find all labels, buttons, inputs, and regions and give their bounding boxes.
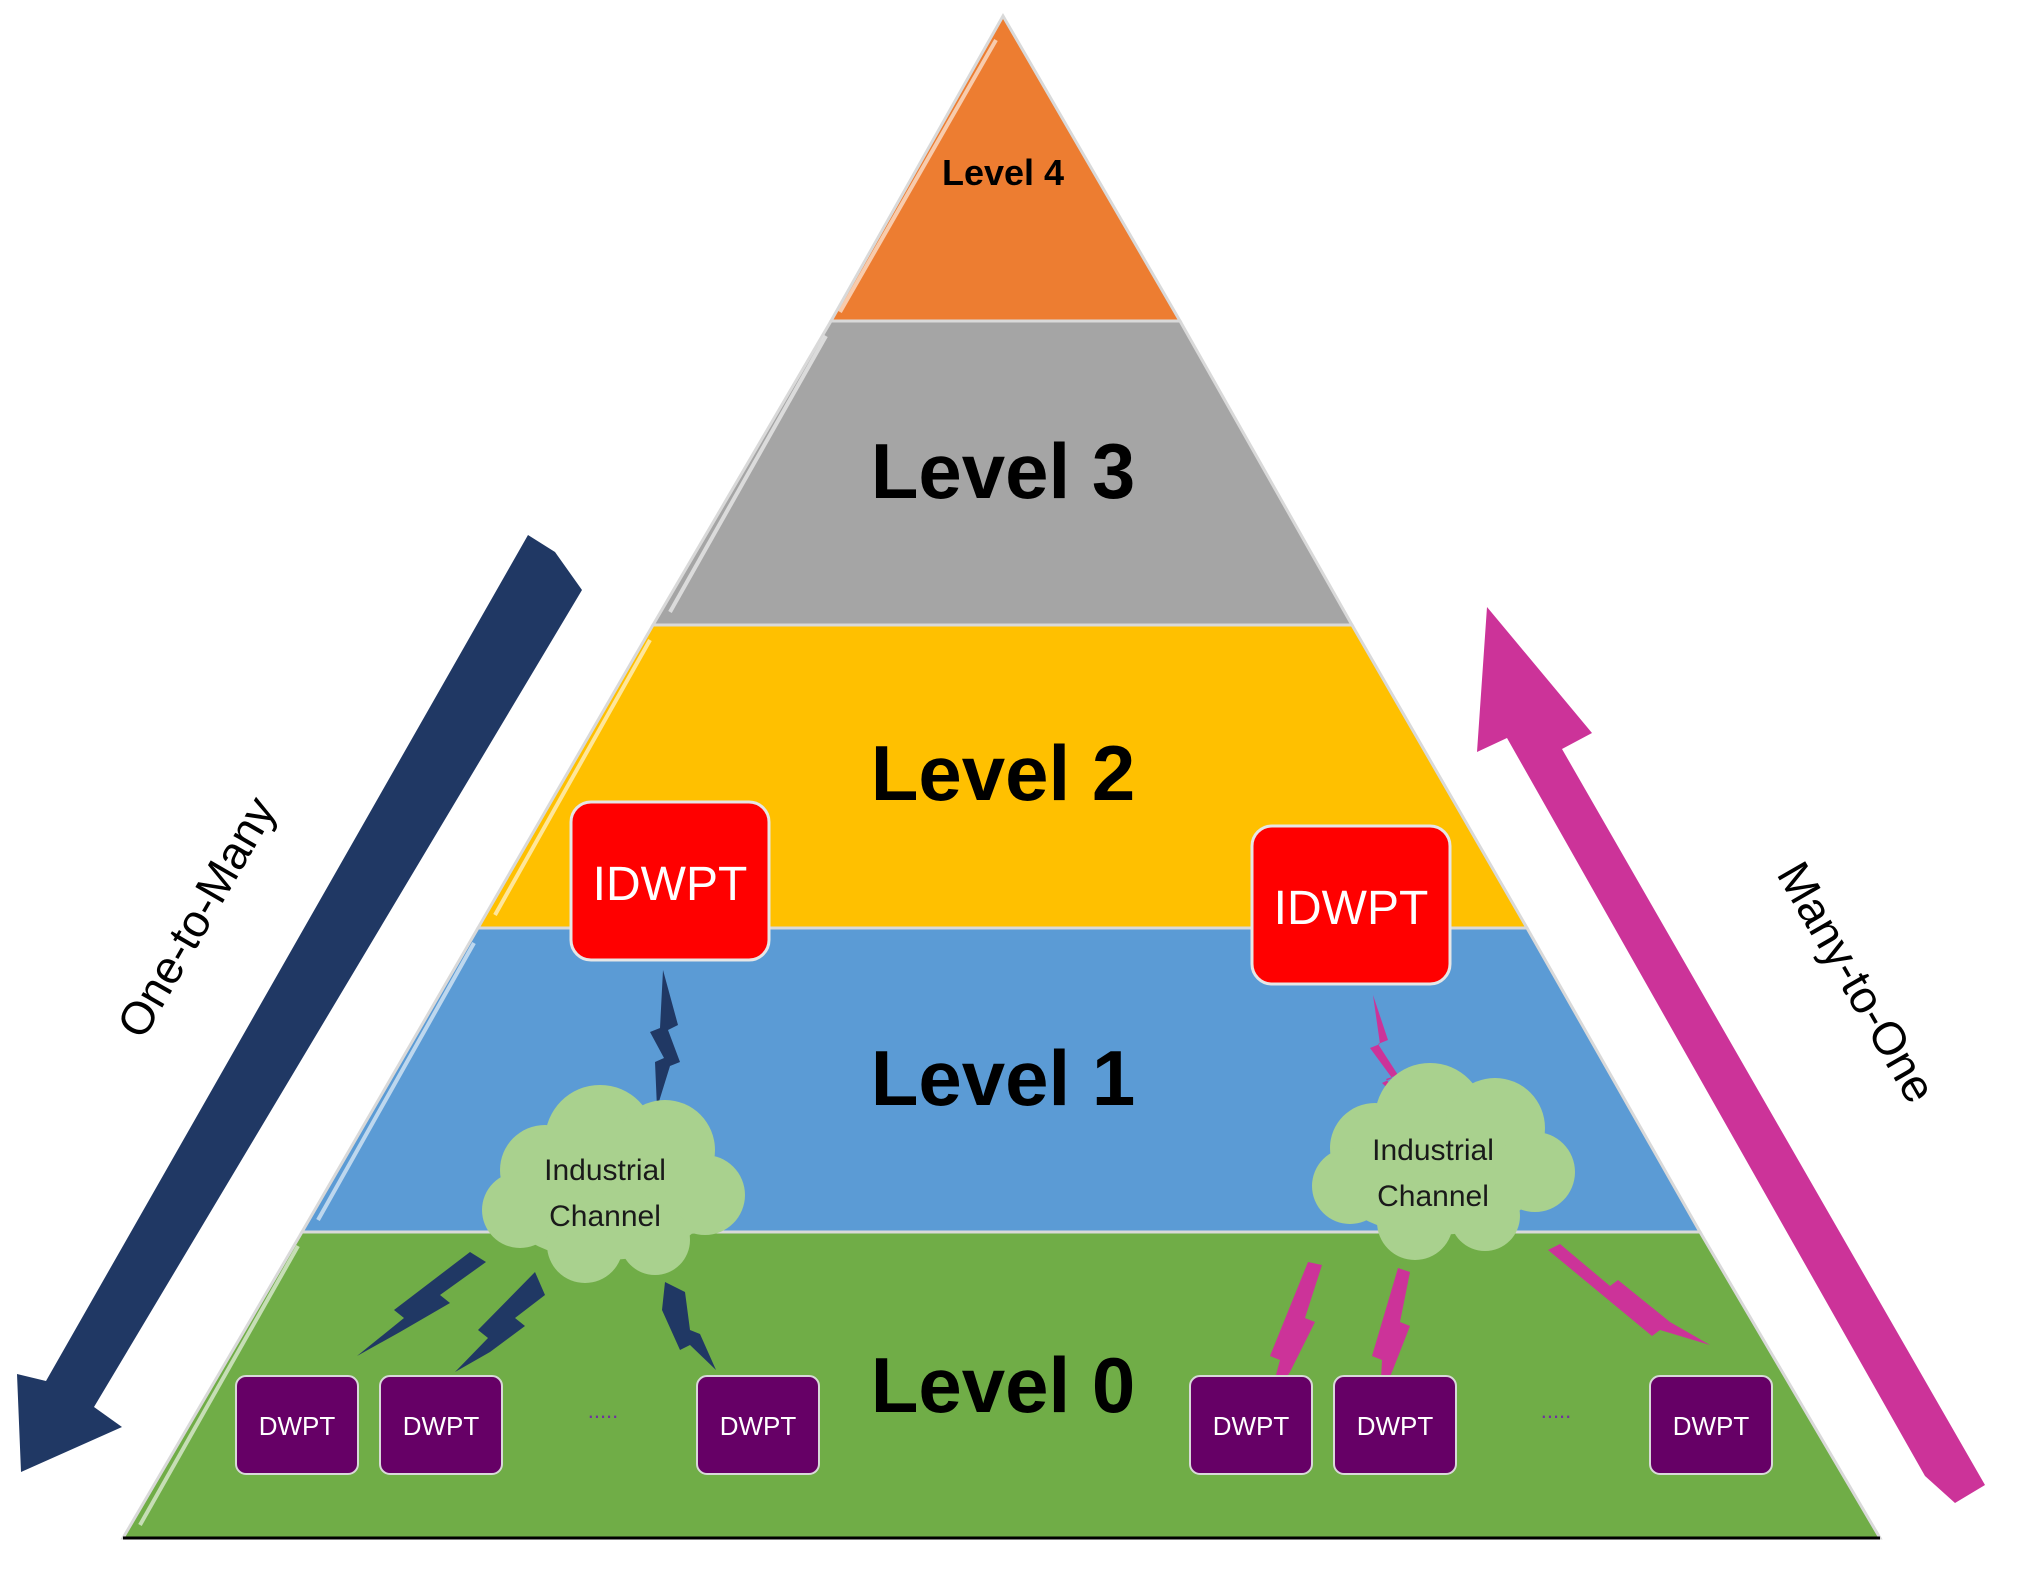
left-ellipsis: ..... bbox=[588, 1398, 619, 1423]
right-dwpt-label-2: DWPT bbox=[1357, 1411, 1434, 1441]
arrow-up-left-icon bbox=[1477, 607, 1985, 1503]
many-to-one-label: Many-to-One bbox=[1767, 853, 1946, 1111]
left-dwpt-node-2: DWPT bbox=[379, 1375, 503, 1475]
left-bolt-icon-3 bbox=[662, 1282, 716, 1370]
left-bolt-icon-2 bbox=[455, 1272, 545, 1372]
left-cloud-label-line2: Channel bbox=[549, 1200, 661, 1233]
level-3-highlight bbox=[668, 335, 828, 613]
left-idwpt-node: IDWPT bbox=[569, 800, 771, 962]
right-dwpt-node-3: DWPT bbox=[1649, 1375, 1773, 1475]
right-idwpt-label: IDWPT bbox=[1274, 882, 1429, 935]
level-1-label: Level 1 bbox=[871, 1034, 1136, 1122]
left-idwpt-label: IDWPT bbox=[593, 858, 748, 911]
left-dwpt-node-3: DWPT bbox=[696, 1375, 820, 1475]
right-bolt-icon-1 bbox=[1268, 1262, 1322, 1405]
level-4-highlight bbox=[838, 39, 998, 313]
left-dwpt-label-1: DWPT bbox=[259, 1411, 336, 1441]
right-idwpt-node: IDWPT bbox=[1250, 824, 1452, 986]
right-ellipsis: ..... bbox=[1541, 1398, 1572, 1423]
left-dwpt-label-3: DWPT bbox=[720, 1411, 797, 1441]
left-cloud-icon bbox=[482, 1085, 745, 1283]
right-dwpt-node-2: DWPT bbox=[1333, 1375, 1457, 1475]
left-dwpt-node-1: DWPT bbox=[235, 1375, 359, 1475]
level-3-label: Level 3 bbox=[871, 427, 1136, 515]
left-link-bolt-icon bbox=[650, 970, 680, 1108]
arrow-down-left-icon bbox=[17, 535, 582, 1472]
right-dwpt-label-3: DWPT bbox=[1673, 1411, 1750, 1441]
right-cloud-label-line1: Industrial bbox=[1372, 1134, 1494, 1167]
right-link-bolt-icon bbox=[1370, 995, 1405, 1105]
right-dwpt-label-1: DWPT bbox=[1213, 1411, 1290, 1441]
level-0-highlight bbox=[138, 1245, 300, 1526]
left-dwpt-label-2: DWPT bbox=[403, 1411, 480, 1441]
level-2-label: Level 2 bbox=[871, 729, 1136, 817]
right-cloud-icon bbox=[1312, 1063, 1575, 1260]
level-1-highlight bbox=[316, 942, 476, 1221]
level-4-label: Level 4 bbox=[942, 152, 1064, 193]
left-cloud-label-line1: Industrial bbox=[544, 1154, 666, 1187]
right-bolt-icon-3 bbox=[1548, 1244, 1710, 1345]
right-dwpt-node-1: DWPT bbox=[1189, 1375, 1313, 1475]
level-0-label: Level 0 bbox=[871, 1341, 1136, 1429]
right-cloud-label-line2: Channel bbox=[1377, 1180, 1489, 1213]
right-bolt-icon-2 bbox=[1372, 1268, 1410, 1400]
level-2-highlight bbox=[493, 639, 652, 916]
left-bolt-icon-1 bbox=[357, 1252, 486, 1356]
